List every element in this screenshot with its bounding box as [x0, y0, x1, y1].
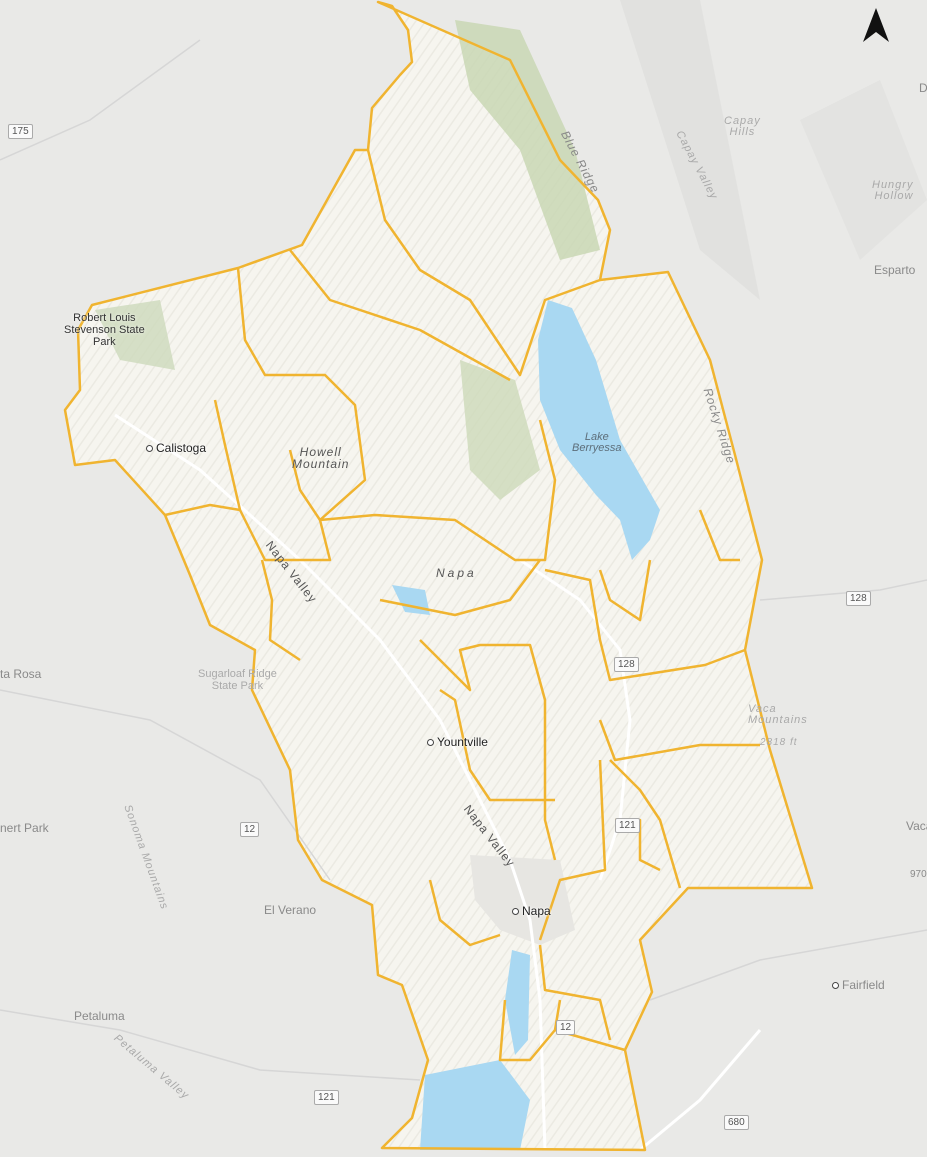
place-santa-rosa: ta Rosa [0, 667, 42, 681]
hill-shade [800, 80, 927, 260]
place-petaluma: Petaluma [74, 1009, 125, 1023]
lake-berryessa [538, 300, 660, 560]
feature-howell-mountain: Howell Mountain [292, 445, 350, 471]
napa-river [505, 950, 530, 1055]
terrain-hatch [65, 2, 812, 1150]
town-dot-icon [146, 445, 153, 453]
minor-roads [0, 39, 927, 1081]
road-label-970: 970 [910, 869, 927, 880]
place-rohnert-park: nert Park [0, 821, 49, 835]
town-dot-icon [512, 908, 519, 916]
feature-vaca-mountains: Vaca Mountains [748, 703, 808, 726]
road-shield-12-south: 12 [556, 1020, 576, 1035]
region-hungry-hollow: Hungry Hollow [872, 179, 914, 202]
town-dot-icon [427, 739, 434, 747]
road-shield-128: 128 [614, 657, 639, 672]
park-sugarloaf-ridge: Sugarloaf Ridge State Park [198, 668, 277, 693]
place-vaca: Vaca [906, 819, 927, 833]
place-fairfield: Fairfield [832, 979, 885, 991]
district-boundaries [63, 0, 814, 1152]
road-shield-121-south: 121 [314, 1090, 339, 1105]
road-shield-680: 680 [724, 1115, 749, 1130]
town-dot-icon [832, 982, 839, 990]
place-napa: Napa [512, 905, 551, 917]
place-calistoga: Calistoga [146, 442, 206, 454]
forest-central [460, 360, 540, 500]
road-shield-175: 175 [8, 124, 33, 139]
place-esparto: Esparto [874, 263, 916, 277]
feature-vaca-elevation: 2818 ft [760, 737, 798, 748]
napa-river-marsh [420, 1060, 530, 1150]
label-lake-berryessa: Lake Berryessa [572, 431, 622, 454]
place-el-verano: El Verano [264, 903, 317, 917]
road-shield-12-west: 12 [240, 822, 260, 837]
forest-rls [95, 300, 175, 370]
feature-napa-region: Napa [436, 566, 477, 580]
forest-blue-ridge [455, 20, 600, 260]
place-yountville: Yountville [427, 736, 488, 748]
park-robert-louis-stevenson: Robert Louis Stevenson State Park [64, 312, 145, 349]
north-arrow-icon[interactable] [863, 8, 889, 42]
place-d-edge: D [919, 81, 927, 95]
ridge-shade [620, 0, 760, 300]
road-shield-128-east: 128 [846, 591, 871, 606]
region-capay-hills: Capay Hills [724, 115, 761, 138]
road-shield-121-north: 121 [615, 818, 640, 833]
